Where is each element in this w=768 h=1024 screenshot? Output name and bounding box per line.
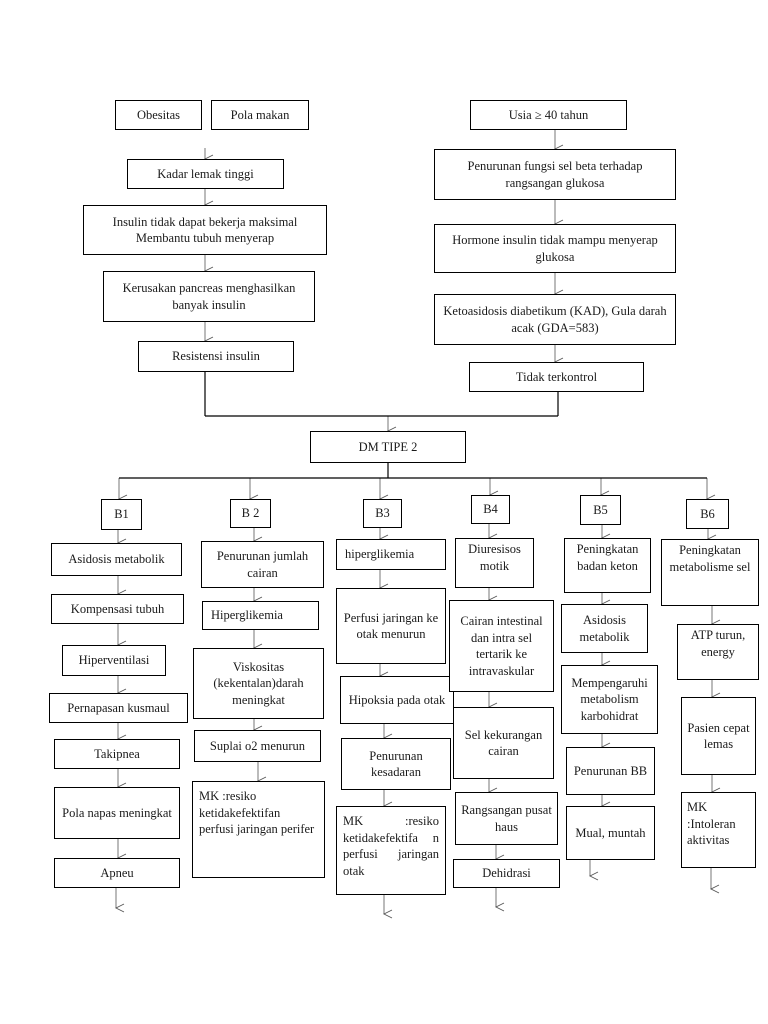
node-ketoasidosis: Ketoasidosis diabetikum (KAD), Gula dara… bbox=[434, 294, 676, 345]
b5-node: Mual, muntah bbox=[566, 806, 655, 860]
b1-node: Hiperventilasi bbox=[62, 645, 166, 676]
b2-node: Hiperglikemia bbox=[202, 601, 319, 630]
node-resistensi-insulin: Resistensi insulin bbox=[138, 341, 294, 372]
b1-node: Pola napas meningkat bbox=[54, 787, 180, 839]
node-hormone-insulin: Hormone insulin tidak mampu menyerap glu… bbox=[434, 224, 676, 273]
b3-node: hiperglikemia bbox=[336, 539, 446, 570]
b5-node: Mempengaruhi metabolism karbohidrat bbox=[561, 665, 658, 734]
b6-node: Pasien cepat lemas bbox=[681, 697, 756, 775]
b2-node: Penurunan jumlah cairan bbox=[201, 541, 324, 588]
branch-head-b3: B3 bbox=[363, 499, 402, 528]
node-kadar-lemak: Kadar lemak tinggi bbox=[127, 159, 284, 189]
b4-node: Rangsangan pusat haus bbox=[455, 792, 558, 845]
node-kerusakan-pancreas: Kerusakan pancreas menghasilkan banyak i… bbox=[103, 271, 315, 322]
b1-node: Apneu bbox=[54, 858, 180, 888]
b5-node: Asidosis metabolik bbox=[561, 604, 648, 653]
arrow-group bbox=[114, 130, 721, 919]
b6-mk-node: MK :Intoleran aktivitas bbox=[681, 792, 756, 868]
branch-head-b5: B5 bbox=[580, 495, 621, 525]
b3-node: Hipoksia pada otak bbox=[340, 676, 454, 724]
b3-node: Penurunan kesadaran bbox=[341, 738, 451, 790]
b3-mk-node: MK :resiko ketidakefektifa n perfusi jar… bbox=[336, 806, 446, 895]
node-insulin-tidak: Insulin tidak dapat bekerja maksimal Mem… bbox=[83, 205, 327, 255]
b2-mk-node: MK :resiko ketidakefektifan perfusi jari… bbox=[192, 781, 325, 878]
b1-node: Pernapasan kusmaul bbox=[49, 693, 188, 723]
node-usia: Usia ≥ 40 tahun bbox=[470, 100, 627, 130]
b1-node: Takipnea bbox=[54, 739, 180, 769]
b1-node: Asidosis metabolik bbox=[51, 543, 182, 576]
node-dm-tipe-2: DM TIPE 2 bbox=[310, 431, 466, 463]
branch-head-b6: B6 bbox=[686, 499, 729, 529]
b5-node: Peningkatan badan keton bbox=[564, 538, 651, 593]
b6-node: Peningkatan metabolisme sel bbox=[661, 539, 759, 606]
b2-node: Suplai o2 menurun bbox=[194, 730, 321, 762]
bracket-lines bbox=[119, 372, 707, 479]
branch-head-b4: B4 bbox=[471, 495, 510, 524]
b2-node: Viskositas (kekentalan)darah meningkat bbox=[193, 648, 324, 719]
branch-head-b2: B 2 bbox=[230, 499, 271, 528]
b6-node: ATP turun, energy bbox=[677, 624, 759, 680]
b4-node: Cairan intestinal dan intra sel tertarik… bbox=[449, 600, 554, 692]
node-obesitas: Obesitas bbox=[115, 100, 202, 130]
b5-node: Penurunan BB bbox=[566, 747, 655, 795]
b4-node: Diuresisos motik bbox=[455, 538, 534, 588]
b4-node: Sel kekurangan cairan bbox=[453, 707, 554, 779]
b1-node: Kompensasi tubuh bbox=[51, 594, 184, 624]
node-pola-makan: Pola makan bbox=[211, 100, 309, 130]
b3-node: Perfusi jaringan ke otak menurun bbox=[336, 588, 446, 664]
node-penurunan-fungsi: Penurunan fungsi sel beta terhadap rangs… bbox=[434, 149, 676, 200]
b4-node: Dehidrasi bbox=[453, 859, 560, 888]
node-tidak-terkontrol: Tidak terkontrol bbox=[469, 362, 644, 392]
branch-head-b1: B1 bbox=[101, 499, 142, 530]
